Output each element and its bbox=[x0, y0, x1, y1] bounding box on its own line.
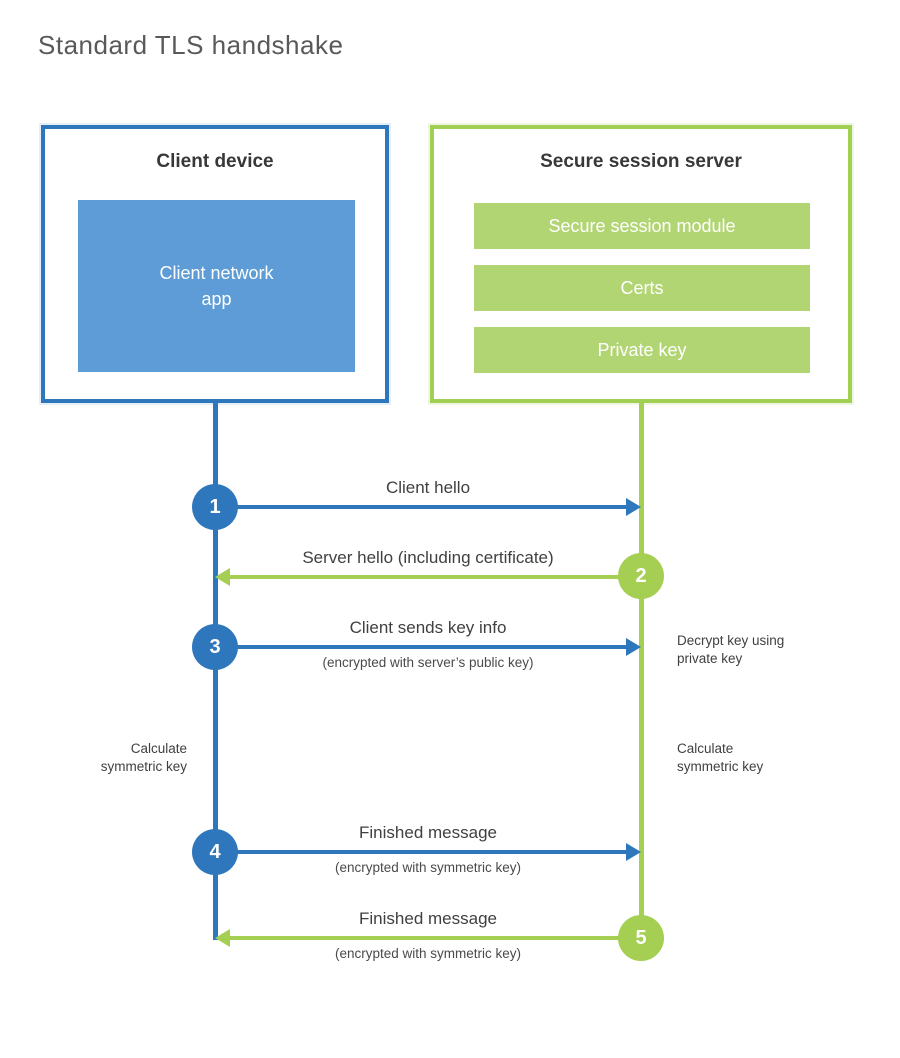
client-network-app-module: Client network app bbox=[78, 200, 355, 372]
server-module-secure-session: Secure session module bbox=[474, 203, 810, 249]
client-device-box: Client device Client network app bbox=[41, 125, 389, 403]
server-module-certs: Certs bbox=[474, 265, 810, 311]
secure-session-server-title: Secure session server bbox=[540, 151, 742, 172]
arrowhead-right-icon bbox=[626, 843, 641, 861]
step1-circle: 1 bbox=[192, 484, 238, 530]
step3-label: Client sends key info bbox=[349, 618, 507, 637]
arrowhead-left-icon bbox=[215, 929, 230, 947]
secure-session-server-box: Secure session server Secure session mod… bbox=[430, 125, 852, 403]
step5-label: Finished message bbox=[359, 909, 497, 928]
step5-sublabel: (encrypted with symmetric key) bbox=[334, 946, 522, 961]
step5-circle: 5 bbox=[618, 915, 664, 961]
page-title: Standard TLS handshake bbox=[38, 30, 344, 60]
step4-label: Finished message bbox=[359, 823, 497, 842]
client-lifeline bbox=[213, 403, 218, 940]
arrowhead-left-icon bbox=[215, 568, 230, 586]
step1-arrow-right-icon bbox=[215, 498, 641, 516]
note-calculate-symmetric-key-client: Calculate symmetric key bbox=[100, 741, 187, 775]
step3-arrow-right-icon bbox=[215, 638, 641, 656]
step3-sublabel: (encrypted with server’s public key) bbox=[322, 655, 534, 670]
step4-arrow-right-icon bbox=[215, 843, 641, 861]
step1-label: Client hello bbox=[385, 478, 471, 497]
step4-circle: 4 bbox=[192, 829, 238, 875]
server-modules-list: Secure session module Certs Private key bbox=[474, 203, 810, 389]
server-lifeline bbox=[639, 403, 644, 940]
step5-arrow-left-icon bbox=[215, 929, 641, 947]
note-calculate-symmetric-key-server: Calculate symmetric key bbox=[677, 741, 764, 775]
step2-arrow-left-icon bbox=[215, 568, 641, 586]
step4-sublabel: (encrypted with symmetric key) bbox=[334, 860, 522, 875]
arrowhead-right-icon bbox=[626, 498, 641, 516]
step3-circle: 3 bbox=[192, 624, 238, 670]
step2-circle: 2 bbox=[618, 553, 664, 599]
note-decrypt-key: Decrypt key using private key bbox=[677, 633, 785, 667]
server-module-private-key: Private key bbox=[474, 327, 810, 373]
step2-label: Server hello (including certificate) bbox=[302, 548, 554, 567]
client-device-title: Client device bbox=[156, 151, 274, 172]
arrowhead-right-icon bbox=[626, 638, 641, 656]
